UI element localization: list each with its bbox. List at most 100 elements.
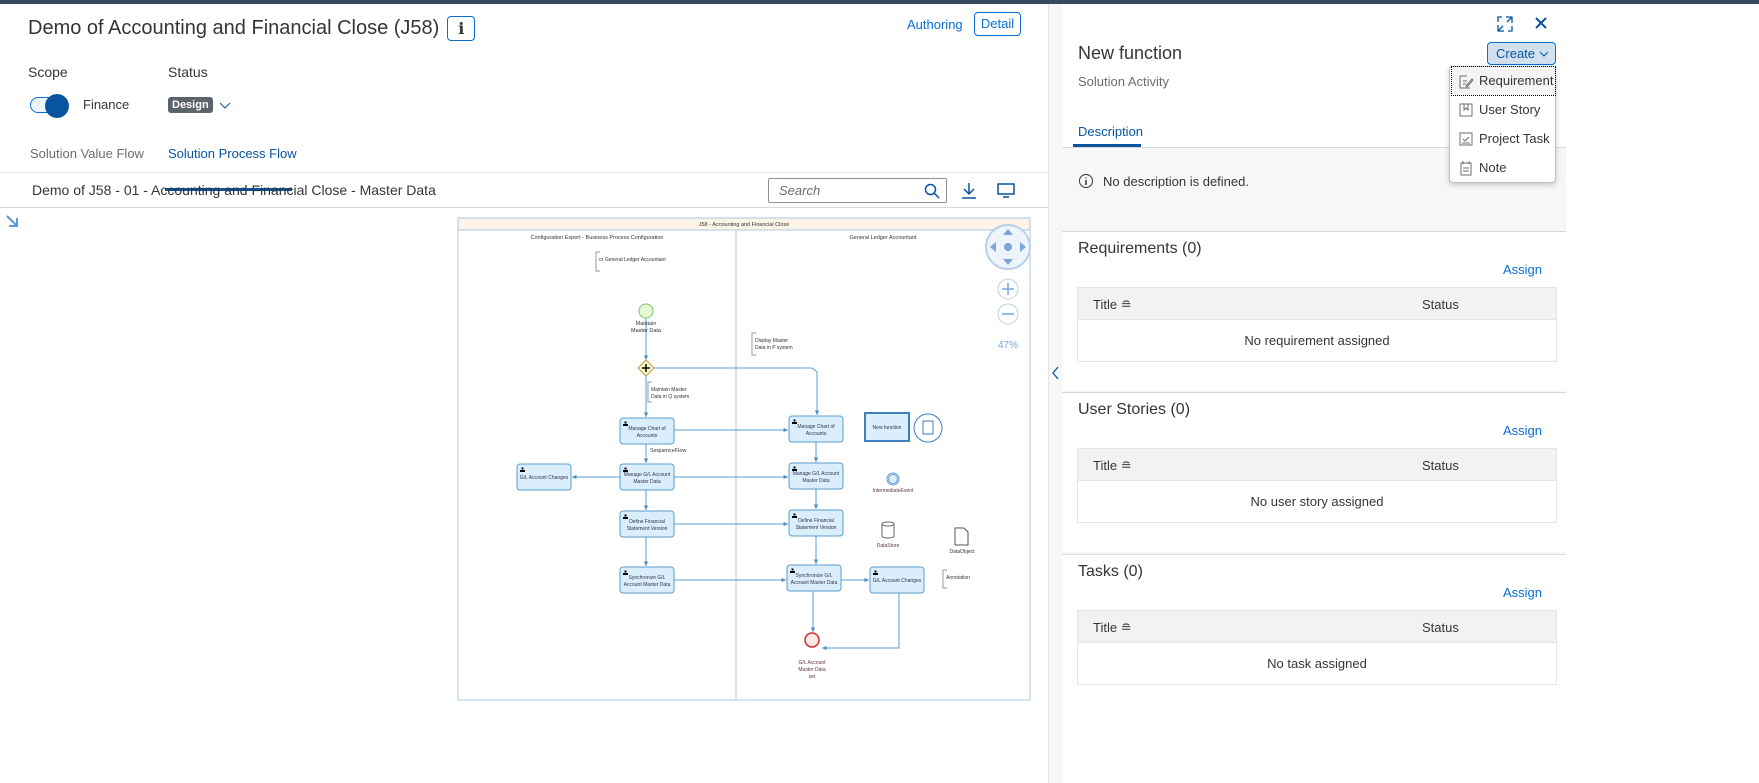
task-label: Account Master Data bbox=[624, 582, 671, 588]
shell-bar bbox=[0, 0, 1759, 4]
end-event[interactable] bbox=[804, 632, 820, 648]
tab-solution-process-flow[interactable]: Solution Process Flow bbox=[168, 146, 297, 161]
splitter[interactable] bbox=[1048, 4, 1062, 783]
close-icon[interactable] bbox=[1534, 16, 1548, 30]
task-box-selected[interactable] bbox=[864, 412, 910, 442]
user-task-icon bbox=[792, 513, 797, 518]
column-title[interactable]: Title ≘ bbox=[1093, 297, 1132, 312]
scope-value: Finance bbox=[83, 97, 130, 112]
start-event[interactable] bbox=[638, 303, 654, 319]
arrowhead bbox=[783, 474, 788, 480]
task-box[interactable] bbox=[786, 564, 842, 592]
divider bbox=[0, 172, 1048, 173]
info-icon bbox=[1079, 174, 1093, 188]
table-header: Title ≘ Status bbox=[1077, 448, 1557, 481]
menu-item-requirement[interactable]: Requirement bbox=[1451, 66, 1556, 96]
user-task-icon bbox=[623, 467, 628, 472]
description-message: No description is defined. bbox=[1078, 174, 1249, 189]
user-story-icon bbox=[1459, 103, 1473, 117]
sort-icon: ≘ bbox=[1120, 620, 1132, 635]
annotation-text: Display Master bbox=[755, 338, 788, 344]
scope-toggle[interactable] bbox=[30, 94, 70, 118]
menu-item-note[interactable]: Note bbox=[1452, 154, 1555, 182]
empty-row: No user story assigned bbox=[1077, 481, 1557, 523]
arrowhead bbox=[822, 645, 827, 651]
assign-task-link[interactable]: Assign bbox=[1502, 585, 1542, 600]
menu-item-user-story[interactable]: User Story bbox=[1452, 96, 1555, 124]
section-title: User Stories (0) bbox=[1078, 401, 1191, 418]
status-dropdown[interactable] bbox=[218, 97, 232, 115]
task-box[interactable] bbox=[869, 566, 925, 594]
column-status: Status bbox=[1422, 458, 1459, 473]
requirement-icon bbox=[1459, 75, 1474, 89]
search-input[interactable]: Search bbox=[768, 178, 947, 203]
column-title[interactable]: Title ≘ bbox=[1093, 458, 1132, 473]
task-label: Account Master Data bbox=[791, 580, 838, 586]
end-event-label: Master Data bbox=[798, 667, 825, 673]
task-label: Synchronize G/L bbox=[629, 575, 666, 581]
process-diagram[interactable]: J58 - Accounting and Financial CloseConf… bbox=[0, 0, 1048, 783]
data-object[interactable] bbox=[954, 527, 969, 546]
task-box[interactable] bbox=[788, 509, 844, 537]
data-store[interactable] bbox=[881, 521, 895, 539]
task-box[interactable] bbox=[619, 510, 675, 538]
task-icon bbox=[1459, 132, 1473, 146]
chevron-left-icon[interactable] bbox=[1051, 366, 1061, 380]
section-title: Tasks (0) bbox=[1078, 563, 1143, 580]
task-box[interactable] bbox=[619, 566, 675, 594]
task-label: Manage G/L Account bbox=[793, 471, 840, 477]
plus-icon bbox=[1002, 283, 1014, 295]
user-task-icon bbox=[873, 570, 878, 575]
tab-solution-value-flow[interactable]: Solution Value Flow bbox=[30, 146, 144, 161]
sort-icon: ≘ bbox=[1120, 297, 1132, 312]
scope-label: Scope bbox=[28, 64, 68, 80]
tab-description[interactable]: Description bbox=[1078, 124, 1144, 139]
table-header: Title ≘Status bbox=[1077, 610, 1557, 643]
detail-button[interactable]: Detail bbox=[974, 12, 1021, 36]
download-icon[interactable] bbox=[961, 182, 977, 200]
task-label: G/L Account Changes bbox=[873, 578, 922, 584]
task-label: Master Data bbox=[802, 478, 829, 484]
task-label: Define Financial bbox=[798, 518, 834, 524]
text-annotation[interactable] bbox=[942, 569, 947, 589]
status-badge: Design bbox=[168, 97, 213, 113]
task-box[interactable] bbox=[788, 415, 844, 443]
menu-item-project-task[interactable]: Project Task bbox=[1452, 125, 1555, 153]
text-annotation[interactable] bbox=[751, 332, 756, 356]
arrowhead bbox=[814, 410, 820, 415]
authoring-link[interactable]: Authoring bbox=[907, 17, 963, 32]
column-title[interactable]: Title ≘ bbox=[1093, 620, 1132, 635]
text-annotation[interactable] bbox=[595, 251, 600, 272]
annotation-text: or General Ledger Accountant bbox=[599, 257, 666, 263]
clipboard-icon bbox=[922, 420, 934, 435]
collapse-arrow-icon[interactable] bbox=[5, 214, 19, 228]
arrowhead bbox=[810, 627, 816, 632]
fullscreen-monitor-icon[interactable] bbox=[997, 183, 1015, 199]
user-task-icon bbox=[623, 421, 628, 426]
assign-user-story-link[interactable]: Assign bbox=[1502, 423, 1542, 438]
expand-icon[interactable] bbox=[1497, 16, 1513, 32]
info-button[interactable]: i bbox=[447, 16, 476, 41]
text-annotation[interactable] bbox=[647, 381, 652, 403]
arrowhead bbox=[643, 412, 649, 417]
task-label: Statement Version bbox=[627, 526, 668, 532]
search-icon[interactable] bbox=[924, 183, 940, 199]
task-box[interactable] bbox=[619, 463, 675, 491]
zoom-level: 47% bbox=[998, 340, 1018, 351]
user-stories-section: User Stories (0) Assign Title ≘ Status No… bbox=[1062, 392, 1566, 552]
create-button[interactable]: Create bbox=[1487, 42, 1556, 65]
task-box[interactable] bbox=[788, 462, 844, 490]
plus-icon bbox=[642, 364, 650, 372]
note-icon bbox=[1460, 161, 1472, 176]
user-task-icon bbox=[623, 514, 628, 519]
task-label: Accounts bbox=[637, 433, 658, 439]
data-store-label: DataStore bbox=[877, 543, 900, 549]
annotation-text: Data in P system bbox=[755, 345, 793, 351]
attach-button[interactable] bbox=[913, 413, 943, 443]
data-object-label: DataObject bbox=[949, 549, 975, 555]
sequence-flow bbox=[654, 367, 818, 415]
arrowhead bbox=[783, 427, 788, 433]
assign-requirement-link[interactable]: Assign bbox=[1502, 262, 1542, 277]
task-box[interactable] bbox=[516, 463, 572, 491]
task-box[interactable] bbox=[619, 417, 675, 445]
